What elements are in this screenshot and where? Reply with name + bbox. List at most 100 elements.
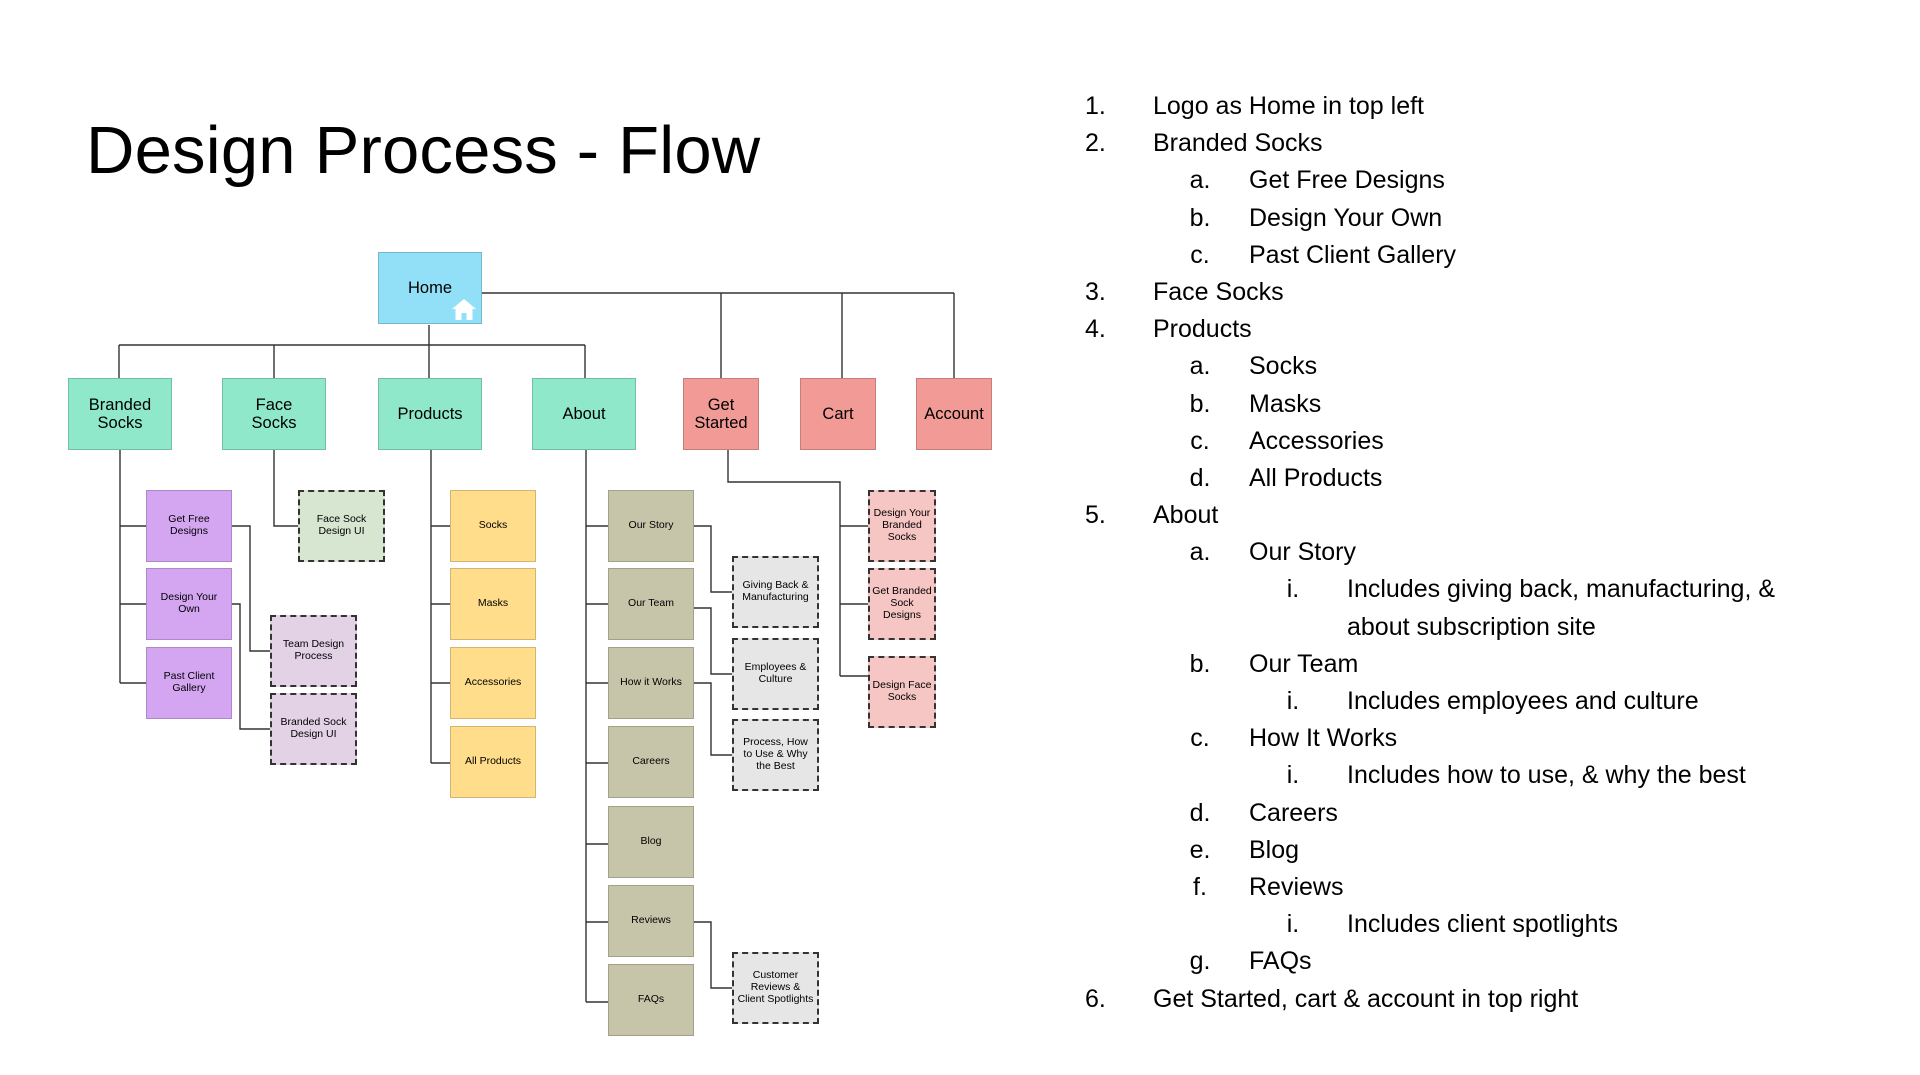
outline-text: Design Your Own (1249, 203, 1443, 232)
outline-text: Includes employees and culture (1347, 687, 1699, 715)
node-design-face-socks: Design Face Socks (868, 656, 936, 728)
outline-text: Logo as Home in top left (1153, 92, 1424, 120)
connector-lines (118, 292, 955, 1003)
outline-marker: i. (1286, 761, 1300, 790)
outline-text: Includes how to use, & why the best (1347, 761, 1746, 790)
node-how-it-works: How it Works (608, 647, 694, 719)
node-reviews: Reviews (608, 885, 694, 957)
node-products-label: Products (397, 404, 463, 423)
outline-text: Get Free Designs (1249, 166, 1445, 195)
node-blog-label: Blog (640, 835, 662, 848)
node-employees-culture-label: Employees & Culture (744, 661, 807, 685)
outline-marker: a. (1189, 352, 1211, 381)
node-team-design-process-label: Team Design Process (282, 638, 345, 662)
outline-text: Reviews (1249, 872, 1344, 901)
outline-marker: d. (1189, 798, 1211, 827)
outline-marker: i. (1286, 910, 1300, 939)
node-branded-socks: Branded Socks (68, 378, 172, 450)
outline-text: How It Works (1249, 724, 1398, 753)
outline-text: Branded Socks (1153, 129, 1323, 158)
node-cart-label: Cart (822, 404, 854, 423)
node-get-free-designs-label: Get Free Designs (168, 513, 210, 537)
node-branded-socks-label: Branded Socks (88, 395, 152, 432)
node-past-client-gallery-label: Past Client Gallery (163, 670, 215, 694)
node-branded-sock-design-ui-label: Branded Sock Design UI (280, 716, 347, 740)
node-faqs: FAQs (608, 964, 694, 1036)
node-customer-reviews-label: Customer Reviews & Client Spotlights (737, 969, 814, 1005)
node-products: Products (378, 378, 482, 450)
node-reviews-label: Reviews (631, 914, 671, 927)
node-about-label: About (562, 404, 606, 423)
outline-text: Accessories (1249, 426, 1384, 455)
node-get-branded-sock-designs: Get Branded Sock Designs (868, 568, 936, 640)
node-socks: Socks (450, 490, 536, 562)
outline-text: Includes giving back, manufacturing, & (1347, 575, 1776, 604)
node-process-how-to-use-label: Process, How to Use & Why the Best (743, 736, 808, 772)
outline-marker: b. (1189, 649, 1211, 678)
outline-marker: 2. (1085, 129, 1106, 158)
outline-marker: e. (1189, 835, 1211, 864)
node-masks: Masks (450, 568, 536, 640)
node-employees-culture: Employees & Culture (732, 638, 819, 710)
node-design-face-socks-label: Design Face Socks (872, 679, 932, 703)
node-past-client-gallery: Past Client Gallery (146, 647, 232, 719)
node-home: Home (378, 252, 482, 324)
outline-text: Careers (1249, 798, 1338, 827)
node-how-it-works-label: How it Works (620, 676, 682, 689)
node-our-story-label: Our Story (628, 519, 674, 532)
outline-text: Blog (1249, 835, 1300, 864)
outline-text: Includes client spotlights (1347, 910, 1618, 939)
node-face-socks-label: Face Socks (251, 395, 297, 432)
outline-text: Socks (1249, 352, 1318, 381)
node-account: Account (916, 378, 992, 450)
node-accessories: Accessories (450, 647, 536, 719)
outline-marker: a. (1189, 538, 1211, 567)
node-design-your-branded-socks-label: Design Your Branded Socks (873, 507, 931, 543)
outline-marker: c. (1190, 724, 1210, 753)
node-design-your-own: Design Your Own (146, 568, 232, 640)
outline-text: about subscription site (1347, 612, 1596, 641)
node-account-label: Account (924, 404, 984, 423)
node-giving-back: Giving Back & Manufacturing (732, 556, 819, 628)
outline-marker: 5. (1085, 501, 1106, 530)
outline-text: Our Team (1249, 649, 1359, 678)
outline-marker: a. (1189, 166, 1211, 195)
node-customer-reviews: Customer Reviews & Client Spotlights (732, 952, 819, 1024)
node-get-started-label: Get Started (694, 395, 748, 432)
outline-marker: b. (1189, 389, 1211, 418)
outline-marker: 3. (1085, 277, 1106, 306)
node-socks-label: Socks (478, 519, 508, 532)
node-design-your-own-label: Design Your Own (160, 591, 218, 615)
node-process-how-to-use: Process, How to Use & Why the Best (732, 719, 819, 791)
node-all-products: All Products (450, 726, 536, 798)
node-cart: Cart (800, 378, 876, 450)
outline-marker: 6. (1085, 984, 1106, 1013)
outline-text: Masks (1249, 389, 1322, 418)
node-careers-label: Careers (632, 755, 670, 768)
outline-marker: c. (1190, 426, 1210, 455)
node-blog: Blog (608, 806, 694, 878)
outline-marker: g. (1189, 947, 1211, 976)
outline-marker: c. (1190, 240, 1210, 269)
node-face-sock-design-ui: Face Sock Design UI (298, 490, 385, 562)
node-accessories-label: Accessories (464, 676, 522, 689)
outline-text: Get Started, cart & account in top right (1153, 984, 1579, 1013)
node-our-story: Our Story (608, 490, 694, 562)
node-faqs-label: FAQs (637, 993, 665, 1006)
node-branded-sock-design-ui: Branded Sock Design UI (270, 693, 357, 765)
node-our-team: Our Team (608, 568, 694, 640)
node-face-sock-design-ui-label: Face Sock Design UI (316, 513, 367, 537)
node-get-branded-sock-designs-label: Get Branded Sock Designs (872, 585, 932, 621)
outline-text: All Products (1249, 463, 1383, 492)
outline-text: Our Story (1249, 538, 1356, 567)
outline-marker: b. (1189, 203, 1211, 232)
node-masks-label: Masks (477, 597, 509, 610)
node-home-label: Home (407, 278, 452, 297)
outline-marker: 1. (1085, 92, 1106, 120)
node-face-socks: Face Socks (222, 378, 326, 450)
outline-text: Face Socks (1153, 277, 1284, 306)
outline-marker: 4. (1085, 315, 1106, 344)
home-icon (452, 299, 476, 320)
outline-text: Products (1153, 315, 1252, 344)
outline-marker: f. (1193, 872, 1207, 901)
